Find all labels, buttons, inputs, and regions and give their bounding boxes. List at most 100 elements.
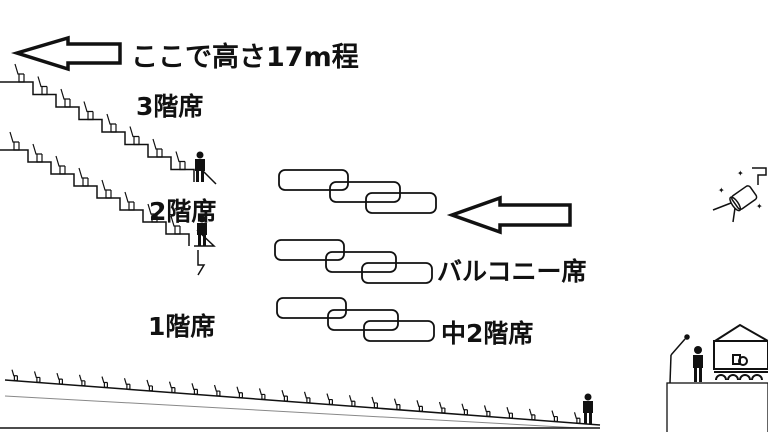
seat-icon [106,113,117,133]
seat-icon [483,405,491,417]
seat-icon [146,379,153,392]
seat-outline [83,101,94,121]
seat-outline [371,396,378,409]
seat-outline [123,378,131,390]
seat-outline [416,400,423,412]
person-icon [583,393,593,424]
seat-icon [83,101,94,121]
seat-outline [124,191,135,211]
svg-text:✦: ✦ [756,202,763,211]
person-leg [198,234,201,246]
svg-text:✦: ✦ [718,186,725,195]
seat-outline [101,376,108,388]
seat-outline [483,405,491,417]
stair-outline [0,149,190,246]
seat-icon [371,396,378,409]
balcony-box [274,239,345,261]
seat-icon [191,383,198,395]
seat-icon [326,393,333,405]
seat-outline [9,131,20,151]
balcony-box [365,192,437,214]
person-body [583,401,593,413]
seat-icon [14,63,25,83]
person-head [196,151,204,159]
seat-icon [438,401,446,414]
person-leg [584,412,587,424]
person-icon [197,215,207,246]
spotlight-icon: ✦ ✦ ✦ [712,167,767,223]
seat-icon [506,406,513,419]
seat-outline [348,395,356,407]
seat-icon [33,371,41,383]
seat-icon [348,395,356,407]
seat-icon [11,369,18,382]
stairs-group [0,63,601,429]
person-leg [196,170,199,182]
seat-outline [213,384,221,397]
seat-icon [55,155,66,175]
seat-outline [106,113,117,133]
balcony-box-group [278,169,437,214]
person-head [584,393,592,401]
left-arrow-icon [446,195,572,235]
seat-outline [33,371,41,383]
seat-outline [551,410,558,422]
balcony-box [325,251,397,273]
seat-icon [213,384,221,397]
person-body [195,159,205,171]
seat-icon [56,372,63,385]
person-leg [589,412,592,424]
floor1-slope-lower [4,395,581,429]
balcony-box-group [276,297,435,342]
seat-outline [55,155,66,175]
seat-icon [236,386,243,399]
seat-outline [56,372,63,385]
seat-icon [152,138,163,158]
seat-icon [551,410,558,422]
seat-icon [9,131,20,151]
seat-outline [78,374,86,387]
mezzanine-label: 中2階席 [441,319,534,348]
seat-outline [11,369,18,382]
balcony-label: バルコニー席 [437,257,587,286]
seat-icon [32,143,43,163]
balcony-box [361,262,433,284]
seat-outline [326,393,333,405]
seat-outline [303,391,311,404]
balcony-box-group [274,239,433,284]
seat-icon [393,398,401,411]
seat-icon [129,126,140,146]
seat-icon [573,412,581,424]
seat-outline [528,408,536,421]
seat-outline [14,63,25,83]
seat-outline [37,76,48,96]
seat-outline [146,379,153,392]
seat-icon [258,388,266,400]
seat-outline [60,88,71,108]
svg-text:✦: ✦ [737,169,744,178]
seat-outline [191,383,198,395]
seat-outline [236,386,243,399]
seat-icon [175,151,186,171]
seat-icon [78,167,89,187]
microphone-stand-icon [669,334,690,384]
seat-outline [78,167,89,187]
seat-icon [168,381,176,394]
floor1-label: 1階席 [148,312,216,341]
stage-platform [666,382,768,432]
balcony-box [327,309,399,331]
seat-outline [393,398,401,411]
person-leg [201,170,204,182]
person-head [198,215,206,223]
person-icon [195,151,205,182]
seat-outline [506,406,513,419]
balcony-box [278,169,349,191]
seat-icon [124,191,135,211]
seat-outline [258,388,266,400]
seat-icon [37,76,48,96]
floor2-label: 2階席 [149,197,217,226]
seat-icon [60,88,71,108]
seat-icon [416,400,423,412]
seat-outline [573,412,581,424]
